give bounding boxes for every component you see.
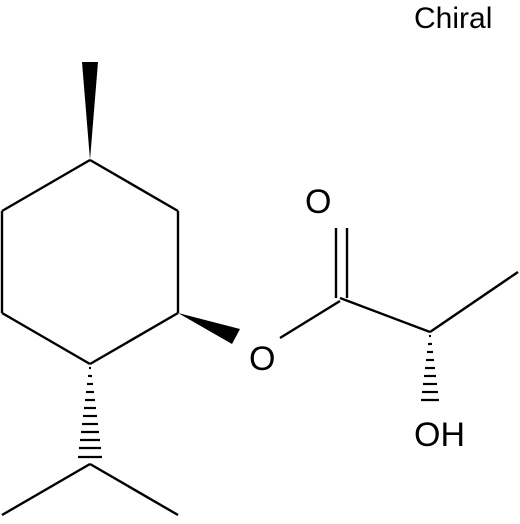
alpha-methyl-bond [429, 271, 519, 333]
chiral-label: Chiral [414, 2, 493, 35]
ring-bond-c4-c5 [1, 311, 91, 366]
ring-bond-c6-c1 [1, 158, 91, 213]
ring-bond-c1-c2 [89, 158, 179, 213]
hydroxyl-hash-bond [421, 334, 439, 402]
carbonyl-alpha-bond [339, 296, 431, 334]
isopropyl-bond-right [89, 462, 179, 517]
isopropyl-hash-bond [78, 366, 102, 459]
ester-oxygen-label: O [249, 340, 275, 378]
ring-bond-c3-c4 [89, 311, 179, 366]
methyl-wedge-bond [82, 62, 98, 160]
carbonyl-oxygen-label: O [305, 183, 331, 221]
ester-oxygen-wedge-bond [178, 313, 240, 344]
ester-oxygen-carbonyl-bond [279, 299, 341, 340]
isopropyl-bond-left [1, 462, 91, 517]
hydroxyl-label: OH [414, 416, 465, 454]
